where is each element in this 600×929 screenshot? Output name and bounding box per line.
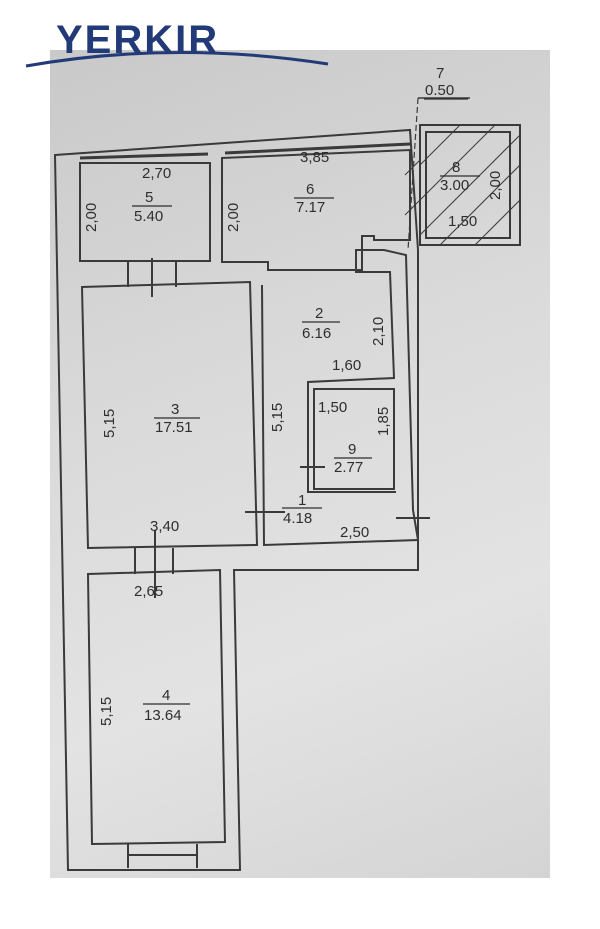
room-4-outline — [86, 568, 227, 846]
dim-room5-width: 2,70 — [142, 165, 171, 182]
dim-corridor-height: 5,15 — [269, 403, 286, 432]
dim-room3-width: 3,40 — [150, 518, 179, 535]
dim-room8-width: 1,50 — [448, 213, 477, 230]
room-1-area: 4.18 — [283, 510, 312, 527]
dim-room2-width: 1,60 — [332, 357, 361, 374]
room-5-area: 5.40 — [134, 208, 163, 225]
room-6-area: 7.17 — [296, 199, 325, 216]
dim-room6-width: 3,85 — [300, 149, 329, 166]
dim-room9-width: 1,50 — [318, 399, 347, 416]
yerkir-logo: YERKIR — [24, 18, 330, 70]
room-3-area: 17.51 — [155, 419, 193, 436]
room-8-area: 3.00 — [440, 177, 469, 194]
room-8-outline — [419, 124, 521, 246]
room-7-number: 7 — [436, 65, 444, 82]
dim-room4-width: 2,65 — [134, 583, 163, 600]
room-7-area: 0.50 — [425, 82, 454, 99]
outer-wall — [53, 128, 419, 871]
room-3-number: 3 — [171, 401, 179, 418]
dim-room6-height: 2,00 — [225, 203, 242, 232]
dim-room2-height: 2,10 — [370, 317, 387, 346]
dim-room4-height: 5,15 — [98, 697, 115, 726]
room-8-inner — [425, 131, 511, 239]
dim-room5-height: 2,00 — [83, 203, 100, 232]
room-4-number: 4 — [162, 687, 170, 704]
room-9-outline — [313, 388, 395, 490]
dim-room9-height: 1,85 — [375, 407, 392, 436]
room-9-area: 2.77 — [334, 459, 363, 476]
room-3-outline — [80, 280, 259, 550]
room-5-outline — [79, 162, 211, 262]
dim-room3-height: 5,15 — [101, 409, 118, 438]
room-2-area: 6.16 — [302, 325, 331, 342]
dim-room8-height: 2,00 — [487, 171, 504, 200]
room-8-number: 8 — [452, 159, 460, 176]
dim-room1-width: 2,50 — [340, 524, 369, 541]
room-2-number: 2 — [315, 305, 323, 322]
room-2-corridor-outline — [261, 249, 420, 547]
room-5-number: 5 — [145, 189, 153, 206]
room-1-number: 1 — [298, 492, 306, 509]
room-6-number: 6 — [306, 181, 314, 198]
room-4-area: 13.64 — [144, 707, 182, 724]
room-9-number: 9 — [348, 441, 356, 458]
logo-arc — [25, 51, 329, 68]
